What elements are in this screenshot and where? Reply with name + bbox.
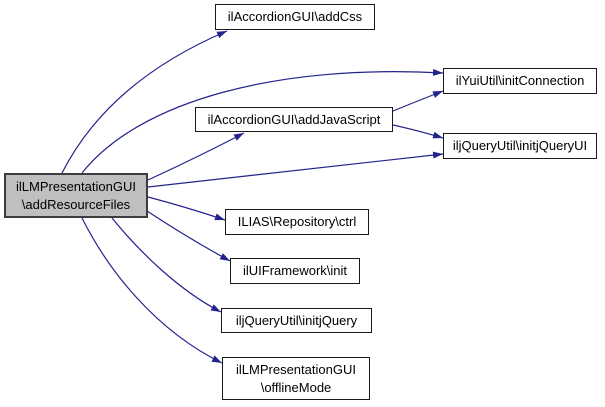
- node-uiframework-init[interactable]: ilUIFramework\init: [230, 258, 360, 284]
- node-label: \offlineMode: [260, 379, 332, 395]
- edge-addResourceFiles-addJavaScript: [147, 132, 245, 181]
- node-label: ilAccordionGUI\addJavaScript: [207, 111, 381, 127]
- node-addCss[interactable]: ilAccordionGUI\addCss: [215, 4, 375, 30]
- node-label: ilYuiUtil\initConnection: [455, 73, 585, 89]
- edge-addResourceFiles-ctrl: [147, 196, 226, 221]
- node-repository-ctrl[interactable]: ILIAS\Repository\ctrl: [225, 209, 369, 235]
- edge-addResourceFiles-initjQueryUI: [147, 151, 444, 188]
- node-initjQuery[interactable]: iljQueryUtil\initjQuery: [221, 308, 372, 333]
- edge-addJavaScript-initConnection: [392, 90, 444, 112]
- edge-addResourceFiles-initjQuery: [111, 217, 222, 313]
- edge-addResourceFiles-init: [146, 210, 231, 262]
- node-label: iljQueryUtil\initjQueryUI: [452, 138, 588, 154]
- node-label: ilUIFramework\init: [242, 263, 347, 279]
- edge-addResourceFiles-offlineMode: [81, 217, 223, 364]
- node-label: ILIAS\Repository\ctrl: [237, 214, 357, 230]
- node-label: \addResourceFiles: [21, 196, 131, 212]
- edge-addJavaScript-initjQueryUI: [392, 124, 444, 139]
- node-label: ilAccordionGUI\addCss: [227, 9, 363, 25]
- node-addJavaScript[interactable]: ilAccordionGUI\addJavaScript: [195, 107, 393, 132]
- node-initConnection[interactable]: ilYuiUtil\initConnection: [443, 68, 597, 94]
- node-label: iljQueryUtil\initjQuery: [235, 312, 358, 328]
- node-addResourceFiles: ilLMPresentationGUI \addResourceFiles: [4, 173, 148, 218]
- edge-addResourceFiles-initConnection: [81, 68, 444, 174]
- node-initjQueryUI[interactable]: iljQueryUtil\initjQueryUI: [443, 133, 597, 159]
- node-label: ilLMPresentationGUI: [16, 178, 136, 194]
- edge-addResourceFiles-addCss: [61, 30, 228, 174]
- node-label: ilLMPresentationGUI: [236, 361, 356, 377]
- node-offlineMode[interactable]: ilLMPresentationGUI \offlineMode: [222, 357, 370, 400]
